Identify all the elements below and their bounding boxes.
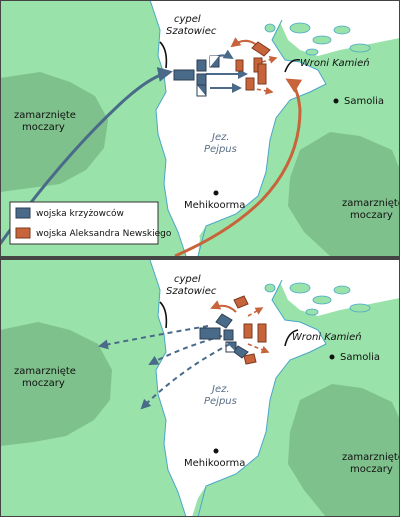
novgorod-unit-split — [251, 41, 271, 57]
marsh-left — [0, 322, 112, 446]
crusader-retreat-arrow-1 — [98, 325, 209, 350]
crusader-unit — [199, 327, 221, 340]
mehikoorma-dot — [213, 190, 219, 196]
marsh-right — [288, 384, 400, 517]
crusader-unit-split — [233, 345, 249, 359]
wroni-kamien-label: Wroni Kamień — [300, 57, 370, 69]
samolia-dot — [329, 354, 335, 360]
panel-bottom: cypel Szatowiec Wroni Kamień Samolia zam… — [0, 260, 400, 517]
crusader-unit — [196, 59, 207, 72]
novgorod-unit — [257, 63, 267, 85]
marsh-left-label-line1: zamarznięte — [14, 110, 76, 121]
legend-swatch-crusaders — [15, 207, 31, 219]
wroni-kamien-label: Wroni Kamień — [292, 331, 362, 343]
lake-pejpus — [150, 260, 326, 517]
novgorod-unit — [243, 323, 253, 339]
marsh-left-label-line2: moczary — [22, 122, 65, 133]
marsh-right-label-line2: moczary — [350, 464, 393, 475]
cape-label-line1: cypel — [174, 274, 201, 285]
crusader-unit — [223, 329, 234, 341]
crusader-unit-split — [210, 56, 219, 67]
mehikoorma-label: Mehikoorma — [184, 200, 245, 211]
lake-label-line2: Pejpus — [204, 396, 237, 407]
crusader-unit-split-frame — [196, 84, 207, 97]
wroni-line — [284, 329, 299, 347]
lake-label-line1: Jez. — [210, 132, 230, 143]
novgorod-unit — [235, 59, 244, 72]
novgorod-arc-arrow — [210, 300, 237, 313]
marsh-left-label-line2: moczary — [22, 378, 65, 389]
marsh-right-label-line1: zamarznięte — [342, 452, 400, 463]
samolia-label: Samolia — [344, 96, 384, 107]
crusader-unit-split — [226, 342, 236, 352]
islands — [264, 282, 371, 316]
lake-pejpus — [150, 0, 326, 256]
cape-line — [159, 41, 168, 69]
panel-divider — [0, 256, 400, 260]
novgorod-unit — [245, 77, 255, 91]
wroni-line — [284, 58, 301, 73]
cape-label-line1: cypel — [174, 14, 201, 25]
mehikoorma-label: Mehikoorma — [184, 458, 245, 469]
cape-label-line2: Szatowiec — [166, 286, 217, 297]
lake-outline — [149, 0, 327, 256]
marsh-right-label-line1: zamarznięte — [342, 198, 400, 209]
marsh-right — [288, 132, 400, 256]
novgorod-dash-arrow-2 — [261, 55, 278, 64]
panel-top: cypel Szatowiec Wroni Kamień Samolia zam… — [0, 0, 400, 256]
crusader-unit — [196, 73, 207, 86]
lake-label-line1: Jez. — [210, 384, 230, 395]
mehikoorma-dot — [213, 448, 219, 454]
novgorod-unit-split — [243, 353, 257, 365]
cape-label-line2: Szatowiec — [166, 26, 217, 37]
lake-outline — [149, 260, 327, 517]
islands — [264, 22, 371, 56]
lake-label-line2: Pejpus — [204, 144, 237, 155]
crusader-retreat-arrow-3 — [140, 343, 231, 410]
samolia-label: Samolia — [340, 352, 380, 363]
novgorod-dash-arrow-1 — [247, 307, 264, 317]
crusader-unit-split-frame — [225, 341, 237, 353]
marsh-left-label-line1: zamarznięte — [14, 366, 76, 377]
novgorod-dash-arrow-2 — [247, 343, 270, 354]
marsh-left — [0, 72, 108, 192]
legend: wojska krzyżowców wojska Aleksandra News… — [9, 201, 172, 245]
crusader-unit-split — [197, 85, 206, 96]
cape-line — [159, 301, 168, 329]
legend-label-novgorod: wojska Aleksandra Newskiego — [36, 229, 172, 239]
legend-swatch-novgorod — [15, 227, 31, 239]
novgorod-flank-arrow — [174, 78, 303, 256]
samolia-dot — [333, 98, 339, 104]
legend-label-crusaders: wojska krzyżowców — [36, 208, 124, 219]
crusader-unit — [173, 69, 195, 81]
marsh-right-label-line2: moczary — [350, 210, 393, 221]
novgorod-unit-split — [233, 295, 249, 309]
novgorod-unit — [257, 323, 267, 343]
crusader-unit-split — [215, 313, 233, 329]
